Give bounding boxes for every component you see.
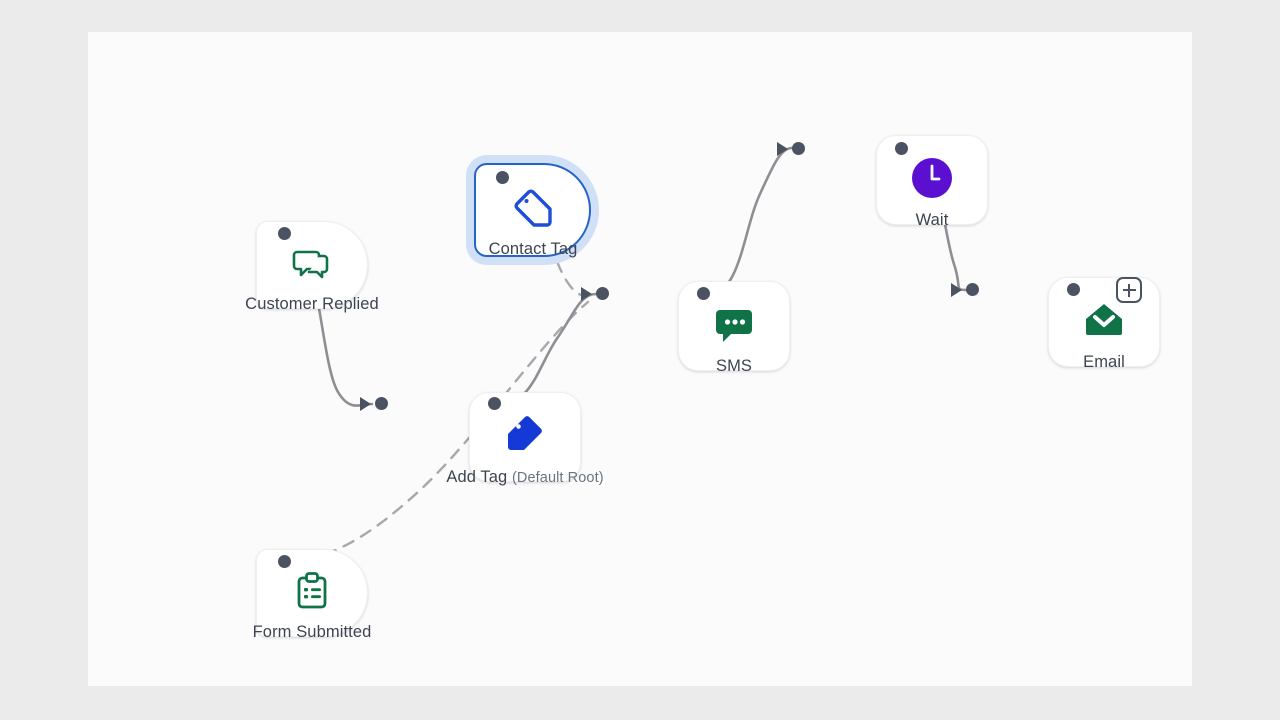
port-add-tag-in[interactable] [375,397,388,410]
node-form-submitted[interactable] [256,549,368,637]
node-wait[interactable] [876,135,988,225]
label-text-email: Email [1083,353,1125,371]
label-text-form-submitted: Form Submitted [252,623,372,641]
node-label-contact-tag: Contact Tag [433,239,633,259]
node-label-add-tag: Add Tag (Default Root) [425,467,625,488]
port-add-tag-out[interactable] [488,397,501,410]
node-add-tag[interactable] [469,392,581,482]
port-wait-out[interactable] [895,142,908,155]
node-label-customer-replied: Customer Replied [212,294,412,314]
label-text-add-tag: Add Tag [446,468,508,486]
tag-outline-icon [510,185,556,236]
arrow-into-email [951,283,962,297]
label-sub-add-tag: (Default Root) [511,470,604,486]
node-label-sms: SMS [634,356,834,376]
node-customer-replied[interactable] [256,221,368,309]
port-form-submitted-out[interactable] [278,555,291,568]
node-label-wait: Wait [832,210,1032,230]
clipboard-list-icon [290,569,334,618]
label-text-customer-replied: Customer Replied [245,295,379,313]
node-label-form-submitted: Form Submitted [212,622,412,642]
port-contact-tag-out[interactable] [496,171,509,184]
edge-add-tag-to-sms [499,292,598,406]
label-text-sms: SMS [715,357,753,375]
edge-sms-to-wait [708,146,794,296]
port-customer-replied-out[interactable] [278,227,291,240]
workflow-canvas[interactable]: Customer Replied Contact Tag [88,32,1192,686]
node-sms[interactable] [678,281,790,371]
plus-icon-vertical [1128,283,1130,297]
clock-icon [910,156,954,205]
port-email-out[interactable] [1067,283,1080,296]
add-step-button[interactable] [1116,277,1142,303]
arrow-into-wait [777,142,788,156]
label-text-contact-tag: Contact Tag [488,240,578,258]
port-email-in[interactable] [966,283,979,296]
arrow-into-add-tag [360,397,371,411]
envelope-icon [1082,298,1126,347]
node-label-email: Email [1004,352,1192,372]
port-wait-in[interactable] [792,142,805,155]
node-contact-tag[interactable] [474,163,591,257]
sms-bubble-icon [712,302,756,351]
label-text-wait: Wait [915,211,949,229]
chat-bubbles-icon [290,241,334,290]
tag-filled-icon [502,412,548,463]
port-sms-in[interactable] [596,287,609,300]
port-sms-out[interactable] [697,287,710,300]
arrow-into-sms [581,287,592,301]
